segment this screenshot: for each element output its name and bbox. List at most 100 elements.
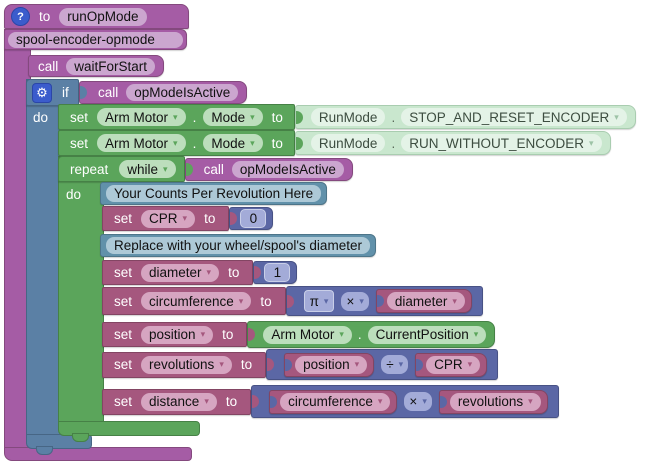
chevron-down-icon: ▾ [359,295,364,306]
set-motor-mode-row-1[interactable]: set Arm Motor▾ . Mode▾ to RunMode . STOP… [58,104,636,130]
variable-dropdown[interactable]: circumference▾ [141,292,252,310]
variable-dropdown[interactable]: circumference▾ [280,392,391,411]
set-keyword: set [114,265,133,280]
opmodeisactive-name-field: opModeIsActive [231,160,344,178]
math-multiply-block[interactable]: circumference▾ ×▾ revolutions▾ [251,385,559,418]
variable-dropdown[interactable]: diameter▾ [386,292,465,310]
dot-separator: . [357,327,362,342]
variable-get-block[interactable]: CPR▾ [415,352,488,377]
procedure-comment-block[interactable]: spool-encoder-opmode [4,29,187,50]
set-circumference-block[interactable]: set circumference▾ to [102,287,286,315]
value-notch [254,266,262,279]
if-block-header[interactable]: ⚙ if call opModeIsActive [26,79,248,106]
property-dropdown[interactable]: Mode▾ [203,134,263,152]
procedure-comment-field[interactable]: spool-encoder-opmode [8,31,183,48]
variable-get-block[interactable]: position▾ [284,352,375,377]
operator-dropdown[interactable]: ×▾ [404,392,432,411]
chevron-down-icon: ▾ [173,137,178,148]
repeat-block-bottom[interactable] [58,421,200,436]
set-motor-mode-block-2[interactable]: set Arm Motor▾ . Mode▾ to [58,130,295,156]
pi-constant-dropdown[interactable]: π▾ [303,290,335,312]
call-opmodeisactive-block[interactable]: call opModeIsActive [184,157,353,181]
motor-currentposition-block[interactable]: Arm Motor▾ . CurrentPosition▾ [247,321,496,348]
comment-text-field[interactable]: Replace with your wheel/spool's diameter [106,237,370,254]
chevron-down-icon: ▾ [528,396,533,406]
chevron-down-icon: ▾ [323,295,329,306]
runmode-class-field: RunMode [310,134,386,152]
number-block[interactable]: 0 [229,207,274,230]
runmode-enum-dropdown[interactable]: RUN_WITHOUT_ENCODER▾ [401,134,602,152]
motor-dropdown[interactable]: Arm Motor▾ [263,325,352,344]
call-waitforstart-block[interactable]: call waitForStart [28,55,165,77]
comment-block-diameter[interactable]: Replace with your wheel/spool's diameter [100,234,376,257]
variable-get-block[interactable]: diameter▾ [375,289,472,313]
set-revolutions-row[interactable]: set revolutions▾ to position▾ ÷▾ CPR▾ [102,349,499,380]
gear-icon[interactable]: ⚙ [32,82,52,103]
procedure-block-bottom[interactable] [4,447,192,461]
help-icon[interactable]: ? [11,7,30,26]
set-position-row[interactable]: set position▾ to Arm Motor▾ . CurrentPos… [102,321,496,348]
motor-dropdown[interactable]: Arm Motor▾ [97,108,186,126]
variable-dropdown[interactable]: position▾ [295,355,368,374]
variable-dropdown[interactable]: revolutions▾ [449,392,541,411]
number-block[interactable]: 1 [253,261,298,284]
chevron-down-icon: ▾ [614,111,619,122]
chevron-down-icon: ▾ [219,359,224,369]
set-diameter-block[interactable]: set diameter▾ to [102,260,254,285]
procedure-block-header[interactable]: ? to runOpMode [4,4,189,29]
set-motor-mode-block-1[interactable]: set Arm Motor▾ . Mode▾ to [58,104,295,130]
runmode-value-block-2[interactable]: RunMode . RUN_WITHOUT_ENCODER▾ [294,131,611,155]
to-keyword: to [271,109,283,125]
variable-get-block[interactable]: revolutions▾ [438,389,548,414]
set-cpr-row[interactable]: set CPR▾ to 0 [102,206,274,231]
value-notch [267,358,275,371]
comment-block-counts[interactable]: Your Counts Per Revolution Here [100,182,328,205]
if-do-label: do [33,110,49,125]
operator-dropdown[interactable]: ×▾ [341,291,369,311]
set-position-block[interactable]: set position▾ to [102,322,248,347]
runmode-value-block-1[interactable]: RunMode . STOP_AND_RESET_ENCODER▾ [294,105,636,129]
value-notch [248,328,256,341]
set-keyword: set [114,357,133,372]
repeat-keyword: repeat [70,161,109,177]
procedure-name-field[interactable]: runOpMode [59,7,147,26]
set-revolutions-block[interactable]: set revolutions▾ to [102,351,267,378]
while-dropdown[interactable]: while▾ [119,160,176,178]
set-keyword: set [114,293,133,309]
math-multiply-block[interactable]: π▾ ×▾ diameter▾ [285,286,483,316]
operator-dropdown[interactable]: ÷▾ [381,355,409,374]
comment-text-field[interactable]: Your Counts Per Revolution Here [106,185,322,202]
number-field[interactable]: 0 [240,209,267,228]
set-motor-mode-row-2[interactable]: set Arm Motor▾ . Mode▾ to RunMode . RUN_… [58,130,611,156]
variable-dropdown[interactable]: distance▾ [141,392,217,411]
repeat-block-header[interactable]: repeat while▾ call opModeIsActive [58,156,353,182]
repeat-block-bottom-notch [72,433,89,442]
set-circumference-row[interactable]: set circumference▾ to π▾ ×▾ diameter▾ [102,286,483,316]
set-cpr-block[interactable]: set CPR▾ to [102,206,230,231]
set-diameter-row[interactable]: set diameter▾ to 1 [102,260,298,285]
chevron-down-icon: ▾ [163,163,168,174]
property-dropdown[interactable]: Mode▾ [203,108,263,126]
variable-dropdown[interactable]: CPR▾ [141,209,196,228]
variable-dropdown[interactable]: diameter▾ [141,263,220,282]
math-divide-block[interactable]: position▾ ÷▾ CPR▾ [266,349,499,380]
variable-dropdown[interactable]: revolutions▾ [141,355,232,374]
if-block-spine[interactable] [26,79,62,436]
value-notch [295,110,303,124]
call-opmodeisactive-block[interactable]: call opModeIsActive [79,81,248,104]
property-dropdown[interactable]: CurrentPosition▾ [367,325,487,344]
number-field[interactable]: 1 [264,263,291,282]
variable-dropdown[interactable]: position▾ [141,325,214,344]
chevron-down-icon: ▾ [473,329,479,339]
value-notch [252,395,260,408]
chevron-down-icon: ▾ [588,137,594,148]
runmode-enum-dropdown[interactable]: STOP_AND_RESET_ENCODER▾ [401,108,627,126]
value-notch [230,212,238,225]
set-distance-row[interactable]: set distance▾ to circumference▾ ×▾ revol… [102,385,559,418]
motor-dropdown[interactable]: Arm Motor▾ [97,134,186,152]
variable-get-block[interactable]: circumference▾ [269,389,398,414]
set-distance-block[interactable]: set distance▾ to [102,388,252,415]
variable-dropdown[interactable]: CPR▾ [426,355,481,374]
value-notch [285,358,293,371]
